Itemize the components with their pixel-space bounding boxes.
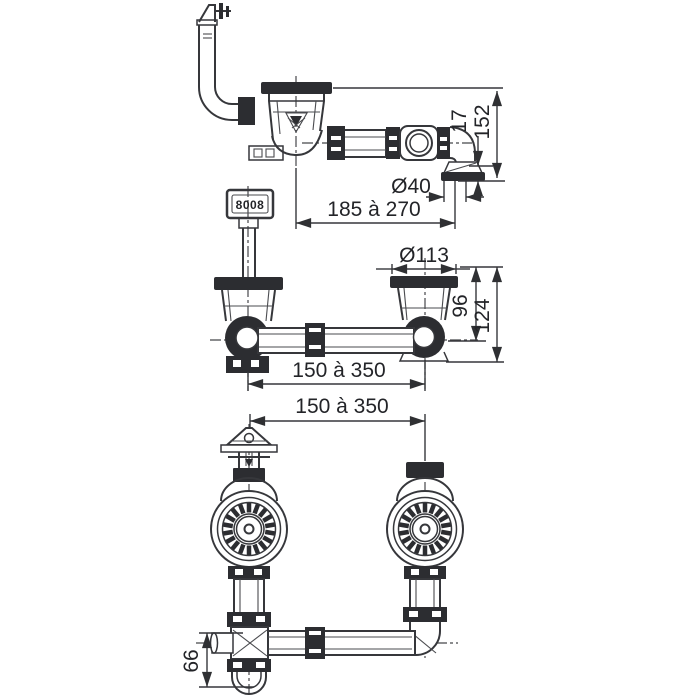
view-single-bowl-side	[196, 3, 485, 181]
dimension-d113: Ø113	[376, 244, 470, 275]
overflow-plate-marking: 8008	[236, 198, 265, 212]
dimension-96: 96	[448, 266, 503, 342]
dim-label-d40: Ø40	[391, 175, 431, 198]
overflow-valve	[196, 3, 231, 26]
strainer-slots-left	[223, 503, 275, 555]
dim-label-124: 124	[471, 298, 494, 333]
dim-label-150-350-mid: 150 à 350	[292, 359, 385, 382]
strainer-slots-right	[399, 503, 451, 555]
strainer-body-side	[248, 82, 332, 161]
dimension-124: 124	[446, 267, 504, 363]
dimension-150-350-mid: 150 à 350	[247, 359, 426, 391]
overflow-plate: 8008	[225, 188, 275, 277]
dim-label-150-350-bottom: 150 à 350	[295, 395, 388, 418]
connecting-pipe-bottom	[267, 627, 416, 659]
waste-pipe-top	[327, 125, 450, 161]
dim-label-66: 66	[180, 649, 203, 672]
right-downpipe	[403, 578, 447, 656]
right-strainer-front	[386, 462, 464, 579]
left-downpipe	[209, 578, 271, 695]
dimension-150-350-bottom: 150 à 350	[249, 395, 426, 461]
dim-label-96: 96	[449, 294, 472, 317]
view-double-bowl-side: 8008	[214, 188, 458, 373]
left-strainer-front	[210, 427, 288, 579]
dimension-66: 66	[180, 632, 254, 688]
dimension-152: 152	[333, 87, 505, 182]
overflow-pipe	[198, 25, 255, 125]
dim-label-17: 17	[448, 109, 471, 132]
dimensions: 152 17 Ø40 185 à 270	[180, 87, 505, 688]
dimension-d40: Ø40	[391, 175, 484, 203]
connecting-pipe-mid	[226, 323, 436, 373]
dim-label-d113: Ø113	[399, 244, 449, 267]
view-double-bowl-front	[209, 427, 464, 695]
dimension-185-270: 185 à 270	[295, 168, 456, 229]
dim-label-185-270: 185 à 270	[327, 198, 420, 221]
dim-label-152: 152	[471, 104, 494, 139]
